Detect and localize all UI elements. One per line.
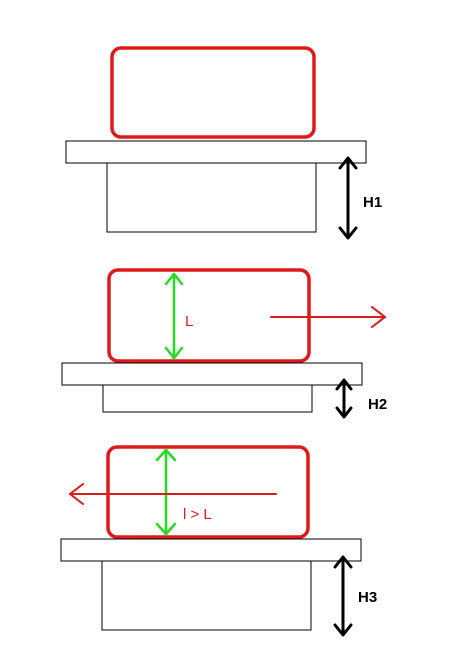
panel-1: H1 bbox=[65, 46, 382, 240]
height-arrow-1 bbox=[338, 156, 358, 240]
length-arrow-3 bbox=[155, 448, 177, 536]
red-block-2 bbox=[107, 268, 311, 363]
motion-arrow-left bbox=[69, 483, 277, 505]
plate-2 bbox=[61, 362, 363, 386]
base-1 bbox=[106, 162, 317, 233]
label-length-compare: l > L bbox=[183, 506, 212, 523]
label-length: L bbox=[185, 313, 193, 330]
label-h3: H3 bbox=[358, 589, 377, 606]
red-block-3 bbox=[106, 445, 310, 539]
base-2 bbox=[102, 384, 313, 413]
label-h1: H1 bbox=[363, 194, 382, 211]
length-arrow-2 bbox=[164, 272, 184, 360]
height-arrow-2 bbox=[335, 378, 353, 419]
plate-1 bbox=[65, 140, 367, 164]
panel-3: l > L H3 bbox=[60, 445, 377, 637]
base-3 bbox=[101, 560, 312, 631]
plate-3 bbox=[60, 538, 362, 562]
red-block-1 bbox=[110, 46, 316, 139]
label-h2: H2 bbox=[368, 396, 387, 413]
motion-arrow-right bbox=[270, 306, 386, 328]
panel-2: L H2 bbox=[61, 268, 387, 419]
height-arrow-3 bbox=[333, 555, 353, 637]
